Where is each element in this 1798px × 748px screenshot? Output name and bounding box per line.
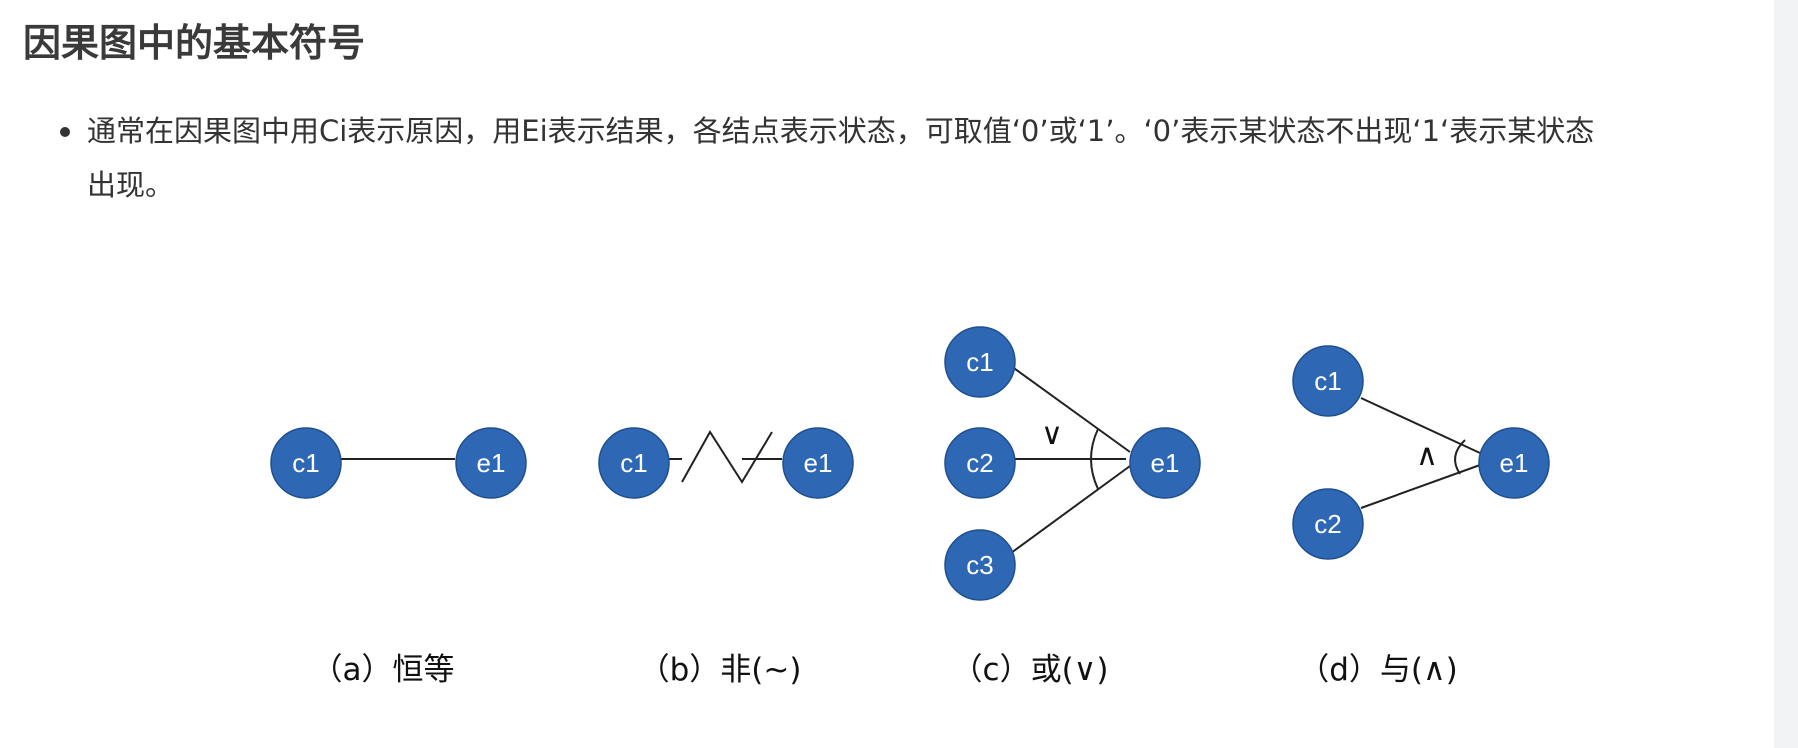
list-item: 通常在因果图中用Ci表示原因，用Ei表示结果，各结点表示状态，可取值‘0’或‘1…: [60, 104, 1720, 212]
edge-and-c2: [1360, 464, 1481, 509]
svg-text:c1: c1: [292, 448, 319, 478]
node-c1: c1: [270, 427, 342, 499]
svg-text:c3: c3: [966, 550, 993, 580]
node-e1: e1: [782, 427, 854, 499]
panel-d-and: c1 c2 e1 ∧ （d）与(∧): [1292, 345, 1550, 688]
edge-or-c1: [1010, 365, 1131, 453]
svg-text:c2: c2: [1314, 509, 1341, 539]
node-c2: c2: [1292, 488, 1364, 560]
node-e1: e1: [455, 427, 527, 499]
node-c2: c2: [944, 427, 1016, 499]
edge-or-c3: [1010, 465, 1131, 554]
panel-b-not: c1 e1 （b）非(~): [598, 427, 854, 688]
and-arc: [1454, 439, 1466, 475]
panel-a-identity: c1 e1 （a）恒等: [270, 427, 527, 688]
edge-not-zigzag: [681, 430, 773, 484]
or-arc: [1090, 428, 1099, 490]
node-c1: c1: [598, 427, 670, 499]
cause-effect-diagram: c1 e1 （a）恒等 c1 e1 （b）非(~): [270, 326, 1550, 688]
svg-text:e1: e1: [1500, 448, 1529, 478]
or-symbol: ∨: [1041, 417, 1063, 452]
bullet-list: 通常在因果图中用Ci表示原因，用Ei表示结果，各结点表示状态，可取值‘0’或‘1…: [60, 104, 1720, 212]
caption-d: （d）与(∧): [1298, 652, 1458, 688]
bullet-text-line2: 出现。: [87, 168, 175, 202]
node-c1: c1: [1292, 345, 1364, 417]
caption-a: （a）恒等: [312, 652, 455, 688]
cause-effect-symbols-figure: c1 e1 （a）恒等 c1 e1 （b）非(~): [0, 300, 1774, 730]
node-c1: c1: [944, 326, 1016, 398]
caption-b: （b）非(~): [639, 652, 802, 688]
scrollbar-track[interactable]: [1774, 0, 1798, 748]
svg-text:c1: c1: [966, 347, 993, 377]
svg-text:c1: c1: [620, 448, 647, 478]
and-symbol: ∧: [1416, 438, 1438, 473]
svg-text:c1: c1: [1314, 366, 1341, 396]
node-e1: e1: [1129, 427, 1201, 499]
svg-text:e1: e1: [477, 448, 506, 478]
svg-text:c2: c2: [966, 448, 993, 478]
svg-text:e1: e1: [804, 448, 833, 478]
caption-c: （c）或(∨): [952, 652, 1109, 688]
svg-text:e1: e1: [1151, 448, 1180, 478]
panel-c-or: c1 c2 c3 e1 ∨ （c）或(∨): [944, 326, 1201, 688]
bullet-text-line1: 通常在因果图中用Ci表示原因，用Ei表示结果，各结点表示状态，可取值‘0’或‘1…: [87, 114, 1595, 148]
node-e1: e1: [1478, 427, 1550, 499]
bullet-dot-icon: [60, 127, 70, 137]
node-c3: c3: [944, 529, 1016, 601]
section-title: 因果图中的基本符号: [23, 21, 366, 65]
